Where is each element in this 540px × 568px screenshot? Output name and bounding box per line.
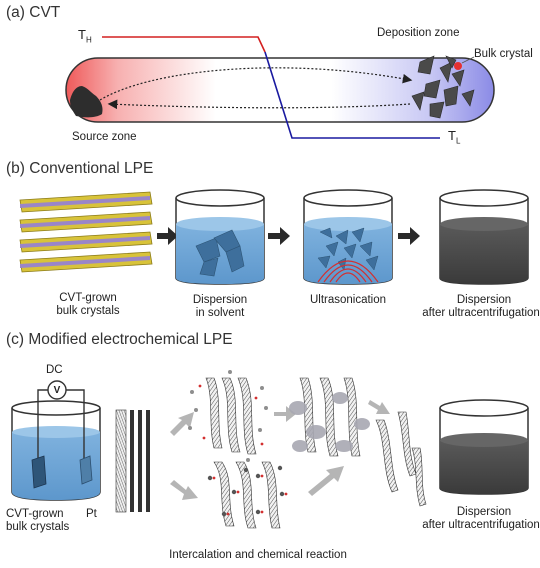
- temperature-profile-cold: [264, 51, 440, 139]
- result-label-line2: after ultracentrifugation: [422, 519, 540, 531]
- left-label-line1: CVT-grown: [6, 508, 64, 520]
- process-arrow-1: [157, 227, 178, 245]
- crystal-stack-3: [19, 231, 153, 253]
- working-electrode-crystal: [31, 455, 47, 489]
- panel-b-heading: (b) Conventional LPE: [6, 160, 154, 177]
- panel-c-electrochemical-lpe: [11, 370, 529, 529]
- dc-label: DC: [46, 364, 63, 376]
- source-powder: [70, 86, 103, 118]
- deposition-zone-label: Deposition zone: [377, 27, 460, 39]
- beaker-dispersion-in-solvent: [175, 189, 265, 285]
- panel-b-conventional-lpe: [19, 189, 529, 285]
- intercalant-molecules: [207, 465, 288, 517]
- step1-label-line1: CVT-grown: [59, 292, 117, 304]
- wire-counter-electrode: [66, 389, 85, 462]
- process-arrow-3: [398, 227, 420, 245]
- temperature-profile-hot: [102, 36, 266, 53]
- intercalated-sheets-lower: [207, 461, 288, 529]
- panel-a-heading: (a) CVT: [6, 4, 61, 21]
- panel-a-cvt: [65, 36, 495, 139]
- step3-label: Ultrasonication: [309, 294, 387, 306]
- temperature-low-label: TL: [448, 128, 460, 146]
- result-label-line1: Dispersion: [456, 506, 512, 518]
- grey-arrow-upper-right: [368, 400, 390, 414]
- beaker-dispersion-after-centrifugation: [439, 189, 529, 285]
- t-low-symbol: T: [448, 128, 456, 143]
- crystal-stack-1: [19, 191, 153, 213]
- grey-arrow-lower: [170, 480, 198, 500]
- intercalated-sheets-upper: [188, 370, 268, 462]
- t-high-symbol: T: [78, 27, 86, 42]
- initial-layered-sheets: [115, 409, 150, 513]
- fragmented-flakes: [317, 227, 379, 271]
- left-label-line2: bulk crystals: [6, 521, 70, 533]
- voltmeter-label: V: [53, 385, 61, 396]
- layered-bulk-crystals: [19, 191, 153, 273]
- bulk-crystal-pointer: [461, 56, 475, 64]
- pt-label: Pt: [86, 508, 97, 520]
- grey-arrow-lower-right: [308, 466, 344, 496]
- electrochemical-cell: [11, 380, 101, 501]
- step4-label-line1: Dispersion: [456, 294, 512, 306]
- bottom-caption: Intercalation and chemical reaction: [169, 549, 347, 561]
- crystal-stack-4: [19, 251, 153, 273]
- t-high-subscript: H: [85, 35, 92, 45]
- bulk-crystal-chunks: [195, 229, 245, 277]
- intercalated-ions: [188, 370, 268, 462]
- exfoliated-nanosheets: [375, 411, 427, 507]
- process-arrow-2: [268, 227, 290, 245]
- step4-label-line2: after ultracentrifugation: [422, 307, 540, 319]
- voltmeter: [47, 380, 67, 400]
- temperature-high-label: TH: [78, 27, 92, 45]
- gas-bubbles: [289, 392, 370, 452]
- panel-c-heading: (c) Modified electrochemical LPE: [6, 331, 233, 348]
- grey-arrow-upper: [170, 412, 194, 436]
- source-zone-label: Source zone: [72, 131, 137, 143]
- gas-expanded-sheets: [289, 377, 370, 457]
- wire-working-electrode: [37, 389, 48, 462]
- beaker-ultrasonication: [303, 189, 393, 285]
- transport-arrow-return: [107, 99, 411, 110]
- step1-label-line2: bulk crystals: [56, 305, 120, 317]
- bulk-crystal-label: Bulk crystal: [474, 48, 533, 60]
- step2-label-line2: in solvent: [195, 307, 245, 319]
- deposited-crystals: [411, 55, 475, 119]
- t-low-subscript: L: [455, 136, 461, 146]
- transport-arrow-forward: [99, 67, 413, 101]
- crystal-stack-2: [19, 211, 153, 233]
- beaker-final-dispersion: [439, 399, 529, 495]
- counter-electrode-pt: [79, 455, 93, 485]
- ultrasonic-waves: [317, 260, 379, 283]
- step2-label-line1: Dispersion: [192, 294, 248, 306]
- bulk-crystal-marker: [454, 62, 462, 70]
- reactive-species: [198, 384, 264, 446]
